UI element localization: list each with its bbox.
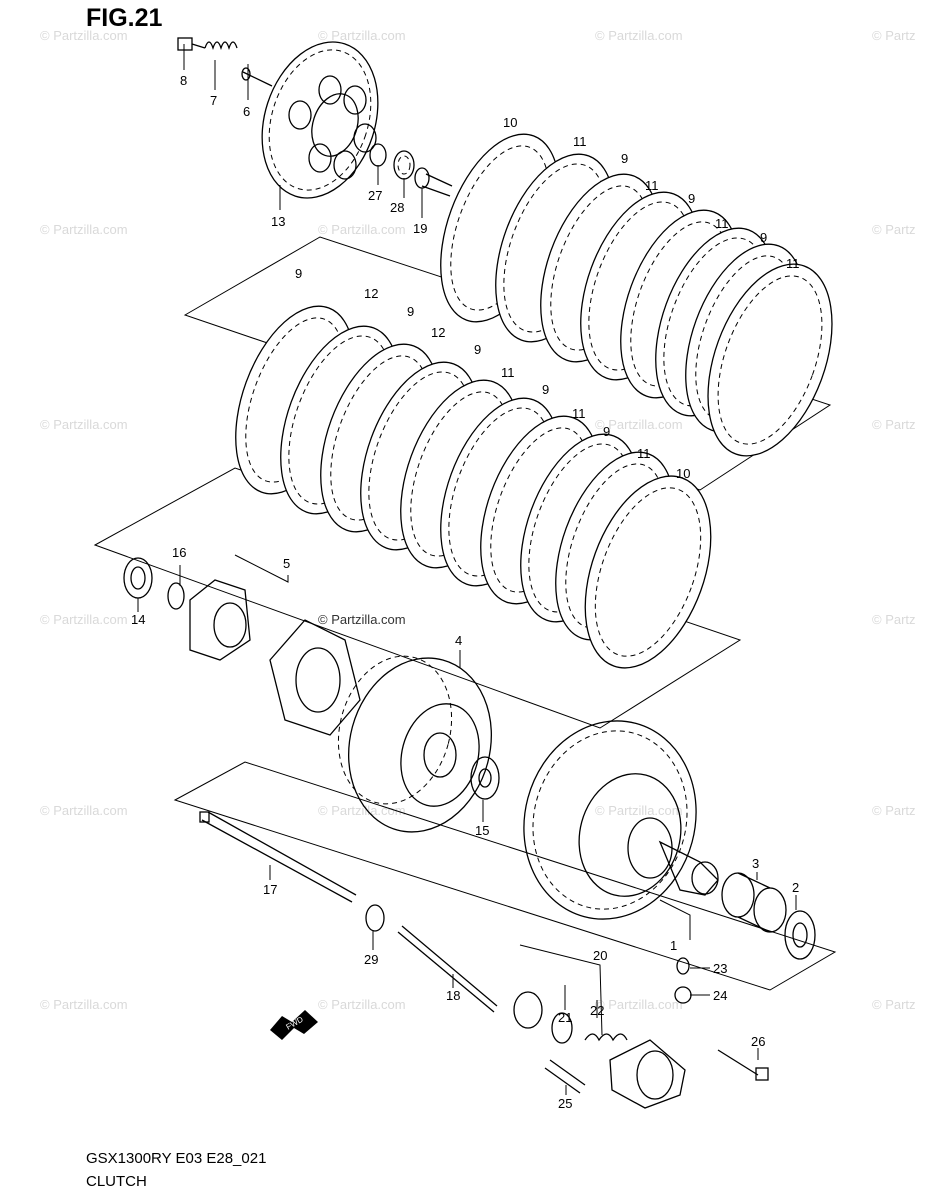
callout-9: 9 xyxy=(621,151,628,166)
callout-14: 14 xyxy=(131,612,145,627)
callout-11: 11 xyxy=(572,406,586,421)
spacer xyxy=(784,910,816,960)
callout-12: 12 xyxy=(431,325,445,340)
callout-22: 22 xyxy=(590,1003,604,1018)
model-code: GSX1300RY E03 E28_021 xyxy=(86,1150,267,1167)
callout-11: 11 xyxy=(573,134,587,149)
callout-17: 17 xyxy=(263,882,277,897)
callout-29: 29 xyxy=(364,952,378,967)
callout-24: 24 xyxy=(713,988,727,1003)
spacer-inner xyxy=(792,922,808,948)
watermark: © Partzilla.com xyxy=(595,28,683,43)
callout-11: 11 xyxy=(637,446,651,461)
callout-3: 3 xyxy=(752,856,759,871)
callout-9: 9 xyxy=(407,304,414,319)
needle-bearing xyxy=(721,872,787,933)
callout-9: 9 xyxy=(295,266,302,281)
oil-seal-and-washer xyxy=(123,557,185,610)
watermark: © Partz xyxy=(872,222,916,237)
section-name: CLUTCH xyxy=(86,1173,147,1190)
callout-28: 28 xyxy=(390,200,404,215)
callout-15: 15 xyxy=(475,823,489,838)
figure-title: FIG.21 xyxy=(86,4,163,32)
watermark: © Partz xyxy=(872,28,916,43)
watermark: © Partzilla.com xyxy=(40,417,128,432)
callout-23: 23 xyxy=(713,961,727,976)
middle-clutch-plates xyxy=(235,305,712,669)
damper-housing xyxy=(269,619,361,736)
callout-11: 11 xyxy=(715,216,729,231)
watermark: © Partzilla.com xyxy=(40,997,128,1012)
push-rod-long xyxy=(199,811,357,903)
watermark: © Partz xyxy=(872,612,916,627)
clutch-release-cylinder xyxy=(513,957,769,1109)
callout-25: 25 xyxy=(558,1096,572,1111)
callout-20: 20 xyxy=(593,948,607,963)
callout-11: 11 xyxy=(501,365,515,380)
watermark: © Partz xyxy=(872,997,916,1012)
fwd-arrow-icon: FWD xyxy=(270,1010,318,1040)
callout-11: 11 xyxy=(645,178,659,193)
callout-2: 2 xyxy=(792,880,799,895)
callout-9: 9 xyxy=(542,382,549,397)
callout-12: 12 xyxy=(364,286,378,301)
callout-13: 13 xyxy=(271,214,285,229)
clutch-sleeve-hub xyxy=(337,655,492,833)
callout-21: 21 xyxy=(558,1010,572,1025)
callout-1: 1 xyxy=(670,938,677,953)
callout-27: 27 xyxy=(368,188,382,203)
callout-26: 26 xyxy=(751,1034,765,1049)
callout-8: 8 xyxy=(180,73,187,88)
watermark: © Partzilla.com xyxy=(40,222,128,237)
callout-10: 10 xyxy=(503,115,517,130)
callout-7: 7 xyxy=(210,93,217,108)
callout-9: 9 xyxy=(760,230,767,245)
watermark: © Partzilla.com xyxy=(40,803,128,818)
push-rod-piece xyxy=(365,904,385,932)
callout-9: 9 xyxy=(474,342,481,357)
bolt-and-spring xyxy=(177,37,273,87)
watermark: © Partzilla.com xyxy=(40,28,128,43)
watermark: © Partzilla.com xyxy=(318,997,406,1012)
watermark: © Partzilla.com xyxy=(40,612,128,627)
pressure-plate xyxy=(261,41,379,199)
watermark: © Partz xyxy=(872,417,916,432)
callout-9: 9 xyxy=(688,191,695,206)
callout-6: 6 xyxy=(243,104,250,119)
clutch-cover-plate xyxy=(189,579,251,661)
callout-4: 4 xyxy=(455,633,462,648)
upper-clutch-plates xyxy=(440,133,833,457)
callout-19: 19 xyxy=(413,221,427,236)
thrust-washer xyxy=(470,756,500,800)
push-rod-short xyxy=(397,925,498,1013)
callout-9: 9 xyxy=(603,424,610,439)
watermark: © Partzilla.com xyxy=(318,222,406,237)
callout-18: 18 xyxy=(446,988,460,1003)
watermark: © Partzilla.com xyxy=(595,803,683,818)
callout-11: 11 xyxy=(786,256,800,271)
callouts: 8 7 6 13 27 28 19 10 11 9 11 9 11 9 11 9… xyxy=(131,73,800,1111)
watermark: © Partz xyxy=(872,803,916,818)
primary-driven-gear xyxy=(523,720,719,920)
callout-10: 10 xyxy=(676,466,690,481)
watermark: © Partzilla.com xyxy=(318,28,406,43)
watermark: © Partzilla.com xyxy=(595,997,683,1012)
primary-driven-gear-outline xyxy=(173,761,837,991)
thrust-washer-inner xyxy=(478,768,492,788)
callout-5: 5 xyxy=(283,556,290,571)
leader-lines xyxy=(137,44,797,1095)
watermark: © Partzilla.com xyxy=(595,417,683,432)
watermark: © Partzilla.com xyxy=(318,612,406,627)
callout-16: 16 xyxy=(172,545,186,560)
